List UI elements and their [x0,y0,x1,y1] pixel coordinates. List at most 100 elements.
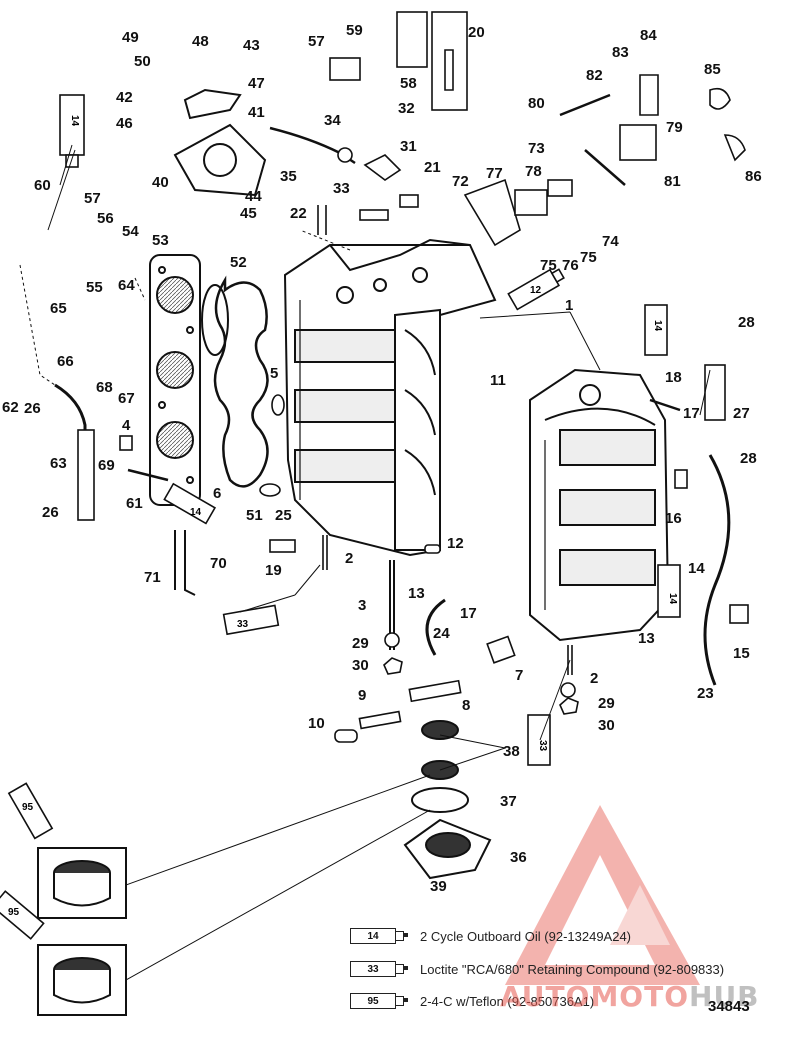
callout-55: 55 [86,279,103,296]
sealant-tube-icon: 14 [350,928,408,944]
callout-75: 75 [540,257,557,274]
callout-49: 49 [122,29,139,46]
cover-plate [173,88,267,197]
callout-13: 13 [638,630,655,647]
callout-47: 47 [248,75,265,92]
callout-3: 3 [358,597,366,614]
sealant-tubes [0,94,681,940]
callout-31: 31 [400,138,417,155]
tube-label: 14 [190,507,202,518]
callout-18: 18 [665,369,682,386]
callout-52: 52 [230,254,247,271]
callout-57: 57 [308,33,325,50]
callout-13: 13 [408,585,425,602]
callout-84: 84 [640,27,657,44]
callout-81: 81 [664,173,681,190]
tube-label: 95 [22,802,34,813]
callout-33: 33 [333,180,350,197]
callout-65: 65 [50,300,67,317]
callout-40: 40 [152,174,169,191]
legend-row-oil: 14 2 Cycle Outboard Oil (92-13249A24) [350,925,631,947]
cylinder-head [149,254,201,506]
callout-28: 28 [740,450,757,467]
tube-label: 14 [652,320,663,332]
callout-44: 44 [245,188,262,205]
callout-82: 82 [586,67,603,84]
callout-17: 17 [683,405,700,422]
callout-57: 57 [84,190,101,207]
callout-16: 16 [665,510,682,527]
callout-80: 80 [528,95,545,112]
legend-code: 33 [367,963,379,975]
watermark-part1: AUTOMOTO [500,980,690,1013]
callout-37: 37 [500,793,517,810]
tube-label: 95 [8,907,20,918]
callout-28: 28 [738,314,755,331]
callout-35: 35 [280,168,297,185]
callout-63: 63 [50,455,67,472]
sealant-tube-icon: 95 [350,993,408,1009]
callout-41: 41 [248,104,265,121]
callout-72: 72 [452,173,469,190]
small-parts [54,11,749,743]
callout-51: 51 [246,507,263,524]
callout-58: 58 [400,75,417,92]
callout-76: 76 [562,257,579,274]
callout-48: 48 [192,33,209,50]
callout-38: 38 [503,743,520,760]
callout-61: 61 [126,495,143,512]
callout-30: 30 [598,717,615,734]
callout-50: 50 [134,53,151,70]
callout-83: 83 [612,44,629,61]
callout-53: 53 [152,232,169,249]
seal-inset-upper [37,847,127,919]
callout-14: 14 [688,560,705,577]
watermark-logo [505,805,700,985]
head-gasket [213,275,269,488]
o-ring-gasket [201,284,229,356]
legend-code: 14 [367,930,379,942]
callout-11: 11 [490,372,506,389]
callout-59: 59 [346,22,363,39]
callout-23: 23 [697,685,714,702]
callout-42: 42 [116,89,133,106]
callout-20: 20 [468,24,485,41]
callout-5: 5 [270,365,278,382]
callout-21: 21 [424,159,441,176]
tube-label: 12 [530,285,542,296]
callout-9: 9 [358,687,366,704]
callout-77: 77 [486,165,503,182]
callout-71: 71 [144,569,161,586]
legend-text: Loctite "RCA/680" Retaining Compound (92… [420,961,725,977]
callout-26: 26 [24,400,41,417]
callout-56: 56 [97,210,114,227]
callout-34: 34 [324,112,341,129]
tube-label: 14 [667,593,678,605]
callout-68: 68 [96,379,113,396]
callout-22: 22 [290,205,307,222]
figure-number: 34843 [708,998,750,1015]
callout-24: 24 [433,625,450,642]
legend-text: 2 Cycle Outboard Oil (92-13249A24) [420,928,632,944]
callout-2: 2 [345,550,353,567]
callout-79: 79 [666,119,683,136]
legend-code: 95 [367,995,379,1007]
callout-2: 2 [590,670,598,687]
watermark-text: AUTOMOTOHUB [500,980,760,1013]
callout-85: 85 [704,61,721,78]
callout-25: 25 [275,507,292,524]
callout-62: 62 [2,399,19,416]
callout-75: 75 [580,249,597,266]
callout-17: 17 [460,605,477,622]
callout-66: 66 [57,353,74,370]
leader-lines [19,144,711,981]
callout-45: 45 [240,205,257,222]
callout-26: 26 [42,504,59,521]
cylinder-block [283,238,497,557]
callout-10: 10 [308,715,325,732]
legend-row-grease: 95 2-4-C w/Teflon (92-850736A1) [350,990,594,1012]
callout-4: 4 [122,417,131,434]
tube-label: 14 [69,115,80,127]
callout-78: 78 [525,163,542,180]
